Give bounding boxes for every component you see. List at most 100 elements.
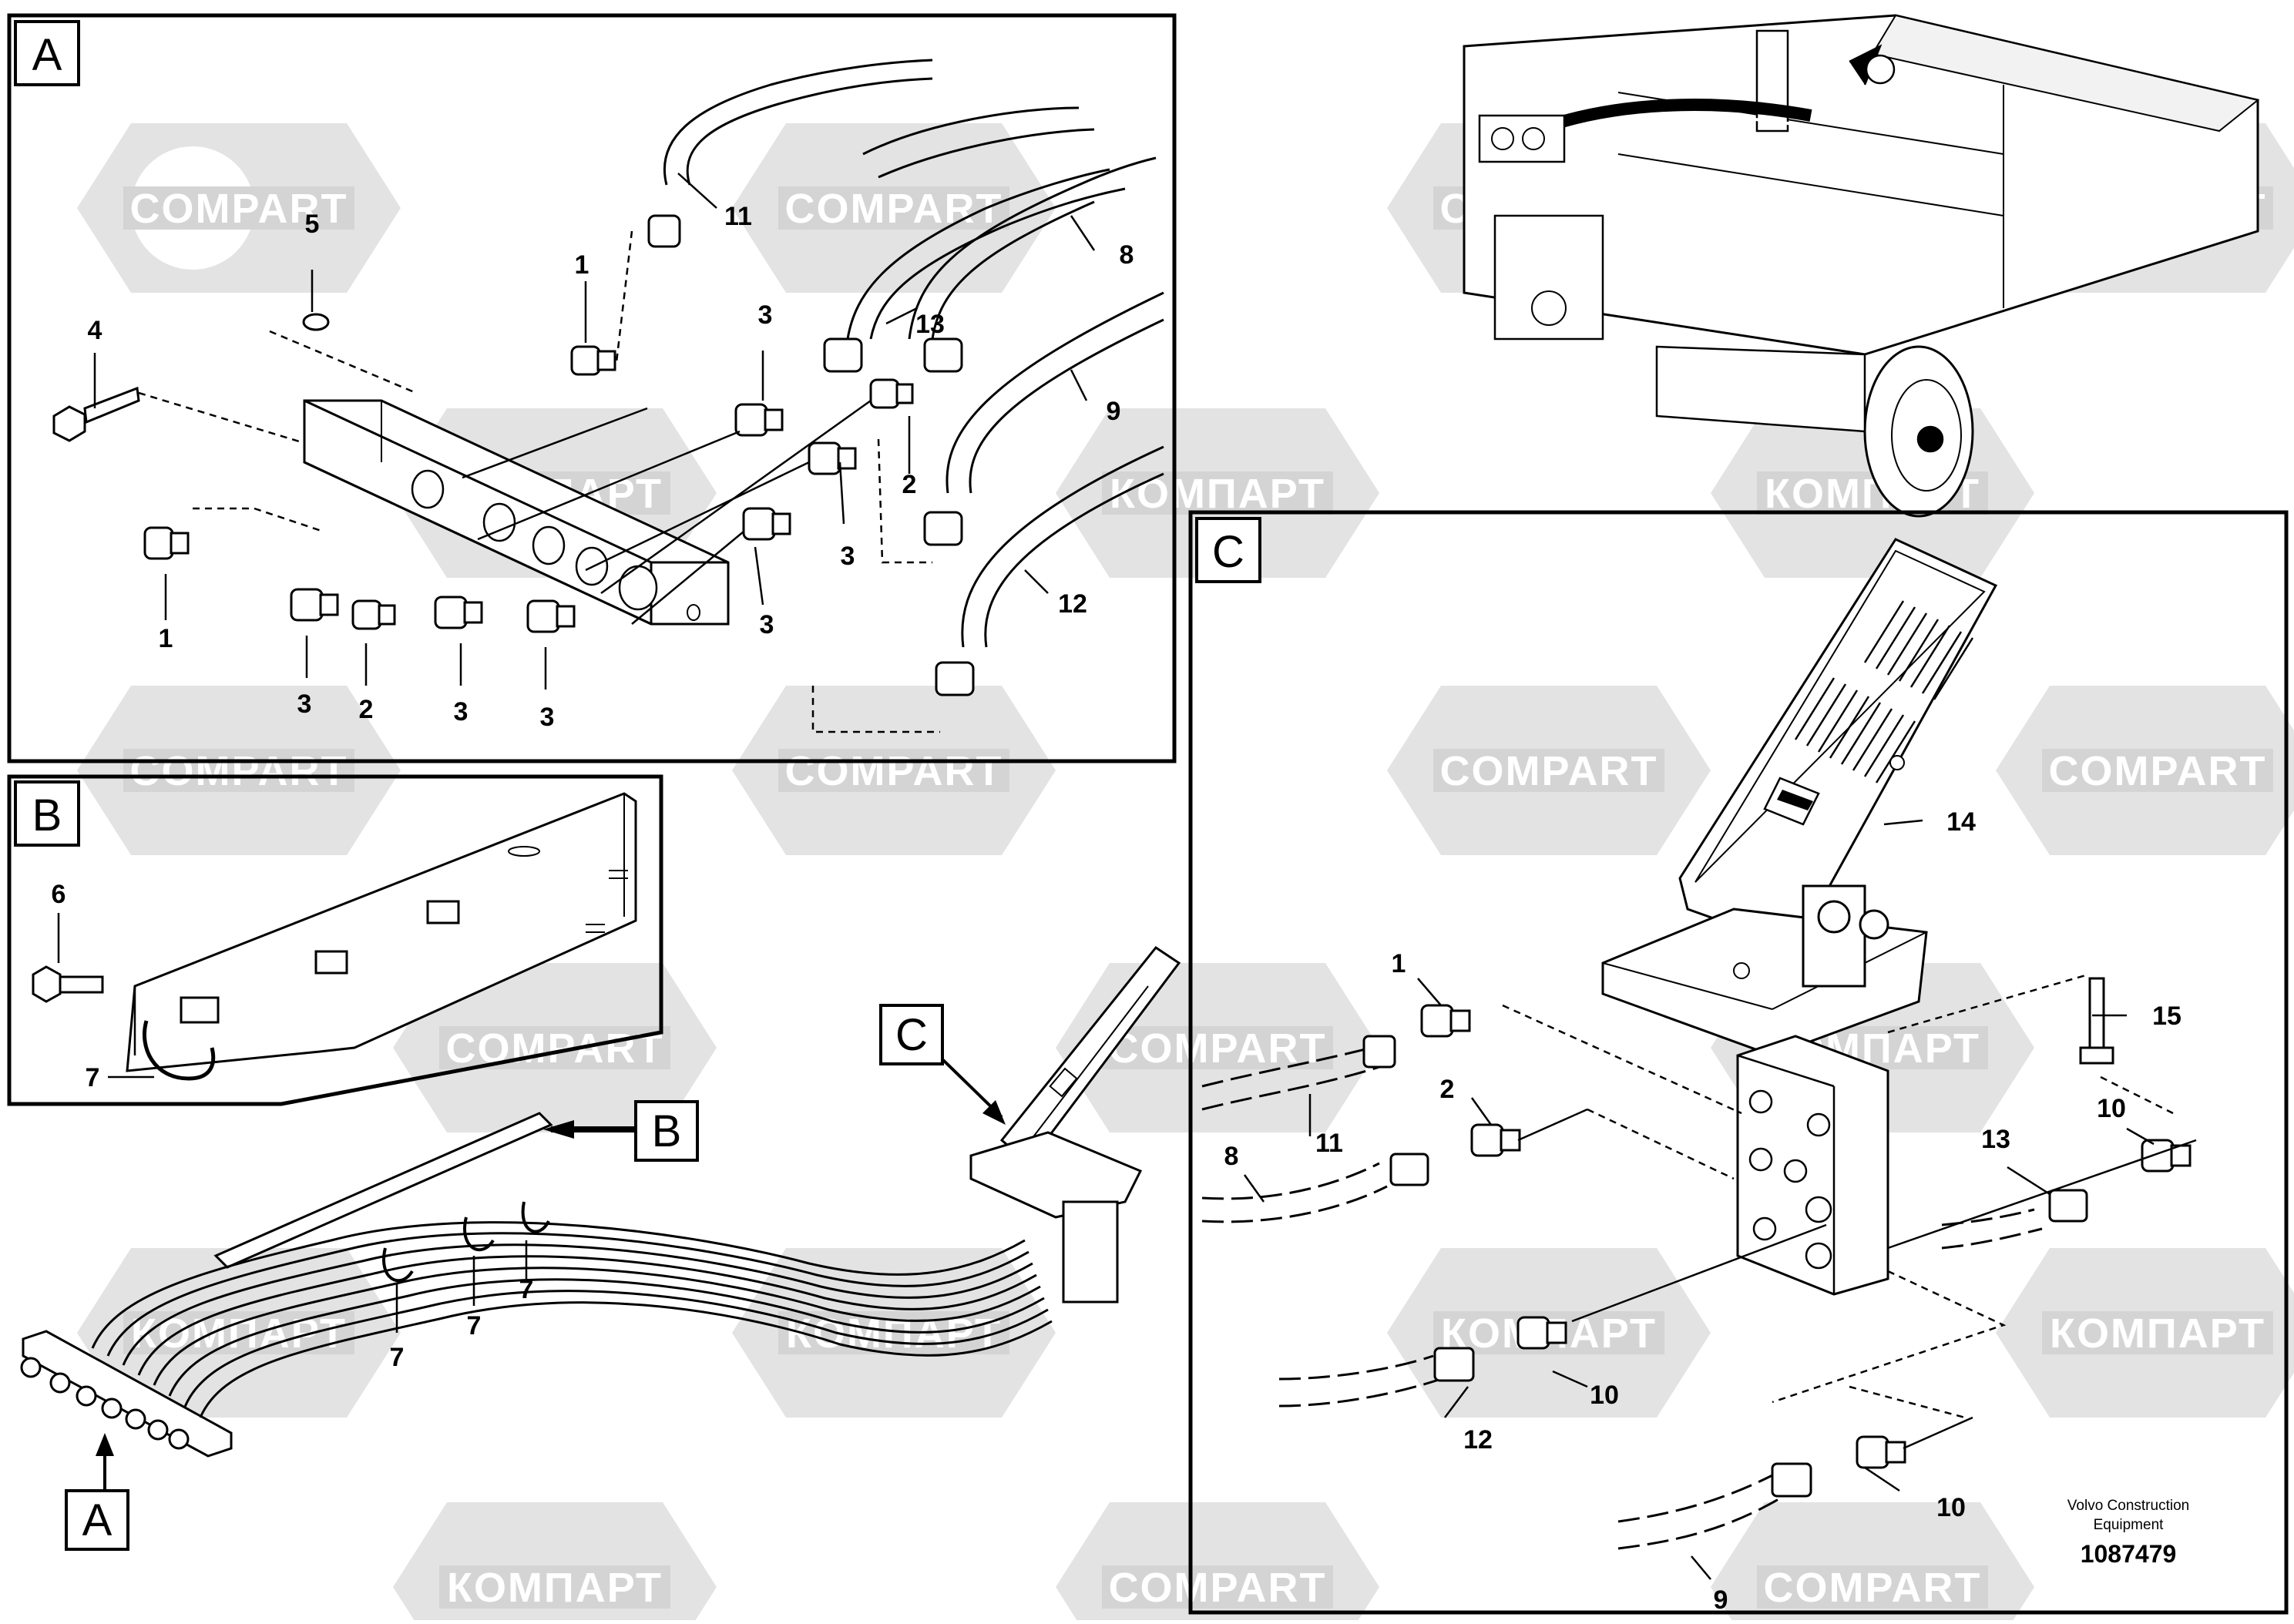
fitting-part-1-left [143,526,190,560]
publisher-line-1: Volvo Construction [2067,1498,2189,1514]
hose-c-12 [1278,1347,1475,1408]
callout-a-9: 9 [1107,397,1121,426]
callout-c-9: 9 [1714,1585,1728,1615]
watermark-tile: COMPART [77,123,401,293]
callout-a-3-bottom-3: 3 [540,703,555,732]
callout-b-6: 6 [52,880,66,909]
hose-assembly-overview: B C A 7 7 7 [20,945,1181,1551]
section-b-label: B [32,790,62,841]
watermark-text: COMPART [1764,1565,1982,1611]
document-number: 1087479 [2081,1540,2177,1568]
watermark-tile: КОМПАРТ [393,1502,717,1624]
screw-part-15 [2079,977,2114,1065]
watermark-text: КОМПАРТ [1110,471,1325,517]
pointer-b-label: B [652,1106,682,1156]
hose-c-13 [1941,1189,2088,1250]
hose-c-9 [1617,1462,1812,1550]
watermark-text: COMPART [1440,748,1658,794]
hose-part-8 [862,106,1095,179]
fitting-c-10-bottom [1856,1435,1906,1469]
hose-part-11 [647,59,933,248]
pointer-a: A [65,1433,129,1551]
pedal-overview [969,945,1181,1304]
watermark-tile: COMPART [1056,1502,1379,1624]
section-c-label: C [1212,527,1244,577]
pointer-c-label: C [895,1010,928,1060]
watermark-text: COMPART [785,748,1003,794]
callout-a-2-right: 2 [902,470,917,499]
fitting-c-2 [1470,1123,1521,1157]
watermark-text: COMPART [2049,748,2267,794]
callout-a-3-bottom-1: 3 [297,690,312,719]
watermark-text: COMPART [785,186,1003,232]
bolt-part-4 [52,386,140,442]
callout-mid-7-a: 7 [390,1343,405,1372]
watermark-tile: COMPART [1711,1502,2034,1624]
hose-bundle [91,1221,1053,1418]
callout-a-11: 11 [724,202,752,231]
fitting-part-1-top [570,345,616,376]
callout-a-12: 12 [1058,589,1087,619]
watermark-layer: COMPART COMPART COMPART COMPART КОМПАРТ … [77,123,2294,1624]
watermark-tile: COMPART [393,963,717,1132]
watermark-tile: КОМПАРТ [1056,408,1379,578]
section-a-panel: A [7,13,1177,763]
bolt-part-6 [32,965,104,1003]
publisher-line-2: Equipment [2094,1517,2165,1533]
callout-a-13: 13 [915,310,945,339]
pedal-ribs [1794,600,1974,783]
section-c-panel: C [1188,510,2289,1615]
hose-c-8 [1201,1153,1429,1223]
callout-mid-7-c: 7 [519,1275,534,1304]
section-a-label: A [32,30,62,80]
watermark-text: COMPART [130,186,348,232]
fitting-part-3-a [734,403,784,437]
fitting-part-3-b [808,441,857,475]
callout-c-14: 14 [1946,807,1976,837]
pointer-b: B [543,1100,699,1162]
clamp-part-7 [142,900,460,1081]
callout-c-1: 1 [1392,949,1406,978]
watermark-tile: КОМПАРТ [732,1248,1056,1418]
callout-a-8: 8 [1120,240,1134,270]
fitting-part-2-b [351,599,396,630]
fitting-c-10-mid [1516,1316,1567,1350]
callout-c-15: 15 [2152,1002,2181,1031]
callout-c-11: 11 [1315,1129,1343,1158]
fitting-part-2-a [869,378,914,409]
watermark-text: КОМПАРТ [2050,1310,2265,1357]
washer-part-5 [302,313,330,331]
callout-a-3-mid: 3 [760,610,774,639]
watermark-text: COMPART [130,748,348,794]
hose-part-12 [935,445,1164,696]
pedal-base [1601,884,1928,1057]
fitting-part-3-d [290,588,339,622]
watermark-text: COMPART [1109,1025,1327,1072]
machine-overview-illustration [1463,14,2260,518]
hose-c-11 [1201,1035,1396,1111]
callout-c-10-right: 10 [2097,1094,2126,1123]
callout-c-8: 8 [1224,1142,1239,1171]
pointer-c: C [879,1004,1006,1125]
callout-c-10-mid: 10 [1590,1381,1619,1410]
callout-a-2-bottom: 2 [359,695,374,724]
fitting-part-3-e [434,596,483,629]
manifold-fittings [20,1357,190,1450]
callout-a-1-bottom: 1 [159,624,173,653]
section-b-panel: B 6 7 [7,774,663,1106]
watermark-tile: COMPART [1996,686,2294,855]
hose-part-13 [823,156,1157,373]
callout-a-3-bottom-2: 3 [454,697,469,726]
watermark-tile: COMPART [732,686,1056,855]
callout-a-4: 4 [88,316,102,345]
callout-b-7: 7 [86,1063,100,1092]
watermark-tile: COMPART [77,686,401,855]
callout-a-3-top: 3 [758,300,773,330]
callout-c-2: 2 [1440,1075,1455,1104]
valve-block [1736,1035,1889,1296]
watermark-text: COMPART [1109,1565,1327,1611]
callout-a-5: 5 [305,210,320,239]
pointer-a-label: A [82,1495,113,1545]
